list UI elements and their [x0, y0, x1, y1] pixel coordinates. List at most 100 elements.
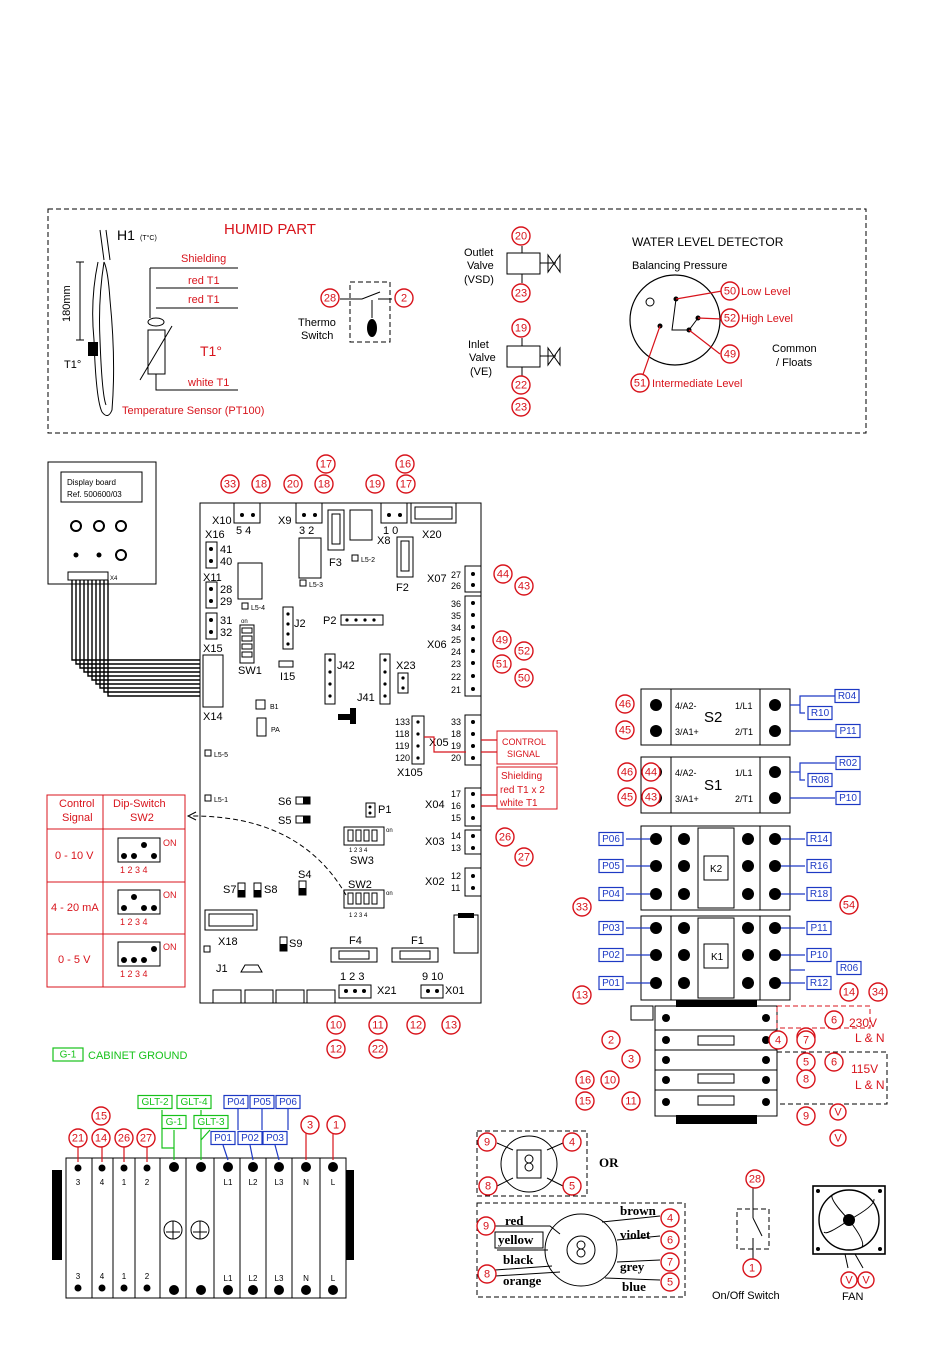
s7-label: S7 [223, 884, 236, 896]
wire-number: 28 [745, 1169, 765, 1189]
wire-tag-text: R12 [810, 978, 829, 989]
pin-119: 119 [395, 741, 409, 751]
pin-18: 18 [451, 729, 461, 739]
wire-number-circle [476, 1216, 496, 1236]
wire-number-text: 9 [483, 1221, 489, 1233]
wire-number: 12 [326, 1039, 346, 1059]
pin-33: 33 [451, 717, 461, 727]
cabinet-ground-tag [52, 1047, 84, 1062]
pin-12: 12 [451, 871, 461, 881]
terminal-label: L [331, 1274, 336, 1283]
wire-number: 17 [316, 454, 336, 474]
humid-part-title: HUMID PART [224, 221, 316, 238]
wire-number: 33 [572, 897, 592, 917]
wire-number-text: 21 [72, 1133, 84, 1145]
voltage-marker-text: V [834, 1107, 842, 1119]
wld-title: WATER LEVEL DETECTOR [632, 235, 784, 249]
wire-number-text: 49 [496, 635, 508, 647]
wire-number: 44 [641, 762, 661, 782]
common-label-1: Common [772, 343, 817, 355]
terminal-strip [52, 1157, 354, 1299]
wire-number: 20 [283, 474, 303, 494]
wire-number-circle [314, 474, 334, 494]
relay-k2 [626, 825, 805, 911]
terminal-label: L3 [275, 1274, 284, 1283]
wire-tag: P02 [598, 947, 624, 963]
wire-tag-text: P06 [279, 1097, 297, 1108]
s2-l1: 1/L1 [735, 701, 753, 711]
pt100-wiring [139, 267, 238, 391]
wire-number: 50 [514, 668, 534, 688]
wire-number: 27 [136, 1128, 156, 1148]
x9-pins: 3 2 [299, 525, 314, 537]
f1-label: F1 [411, 935, 424, 947]
wire-blue: blue [622, 1279, 646, 1294]
pin-11: 11 [451, 883, 460, 893]
x21-label: X21 [377, 985, 397, 997]
wire-tag-text: P03 [266, 1133, 284, 1144]
wire-number-text: 26 [118, 1133, 130, 1145]
balancing-label: Balancing Pressure [632, 260, 727, 272]
outlet-label-3: (VSD) [464, 274, 494, 286]
wire-number: 4 [768, 1030, 788, 1050]
wire-tag-text: P04 [227, 1097, 245, 1108]
j1-label: J1 [216, 963, 228, 975]
wire-tag: P05 [598, 858, 624, 874]
wire-number: 51 [630, 373, 650, 393]
v230-label-1: 230V [849, 1016, 877, 1030]
wire-number: 9 [476, 1216, 496, 1236]
wire-number: 19 [365, 474, 385, 494]
wire-tag-box [836, 960, 862, 976]
wire-number-text: 16 [579, 1075, 591, 1087]
display-label-1: Display board [67, 478, 116, 487]
wire-number: 5 [796, 1052, 816, 1072]
control-signal-1: CONTROL [502, 737, 546, 747]
shielding-box-1: Shielding [501, 771, 542, 782]
wire-number: 6 [824, 1052, 844, 1072]
wire-tag-text: GLT-3 [197, 1117, 224, 1128]
voltage-marker-circle [829, 1129, 847, 1147]
voltage-marker-circle [829, 1103, 847, 1121]
control-signal-2: SIGNAL [507, 749, 540, 759]
thermo-label-1: Thermo [298, 317, 336, 329]
wire-number-circle [477, 1132, 497, 1152]
wire-number-circle [660, 1230, 680, 1250]
sensor-label: Temperature Sensor (PT100) [122, 405, 264, 417]
wire-number-circle [572, 897, 592, 917]
control-signal-box [424, 730, 558, 765]
pin-133: 133 [395, 717, 410, 727]
s1-a2: 4/A2- [675, 768, 697, 778]
wire-number: 34 [868, 982, 888, 1002]
wire-tag-box [834, 688, 860, 704]
wire-number-circle [320, 288, 340, 308]
pin-20: 20 [451, 753, 461, 763]
wire-number-circle [368, 1015, 388, 1035]
s1-a1: 3/A1+ [675, 794, 699, 804]
wire-number-circle [251, 474, 271, 494]
board-left-headers [202, 541, 255, 708]
wire-number-text: 19 [515, 323, 527, 335]
wire-tag: R06 [836, 960, 862, 976]
pin-14: 14 [451, 831, 461, 841]
wire-tag-box [598, 947, 624, 963]
wire-number-circle [839, 895, 859, 915]
pin-22: 22 [451, 672, 461, 682]
wire-red: red [505, 1213, 524, 1228]
wire-number: 13 [572, 985, 592, 1005]
s1-t1: 2/T1 [735, 794, 753, 804]
red-t1-b-label: red T1 [188, 294, 220, 306]
wire-number-text: 28 [324, 293, 336, 305]
wire-number-circle [136, 1128, 156, 1148]
wire-tag: P04 [223, 1094, 249, 1110]
wire-number: 52 [514, 641, 534, 661]
shielding-box [481, 766, 558, 810]
l53-marker [299, 579, 307, 587]
wire-tag-text: P03 [602, 923, 620, 934]
wire-tag: R04 [834, 688, 860, 704]
wire-number-text: 28 [749, 1174, 761, 1186]
wire-number: 26 [114, 1128, 134, 1148]
l53-label: L5-3 [309, 582, 323, 589]
thermo-switch [340, 281, 392, 343]
s2-label: S2 [704, 709, 722, 726]
